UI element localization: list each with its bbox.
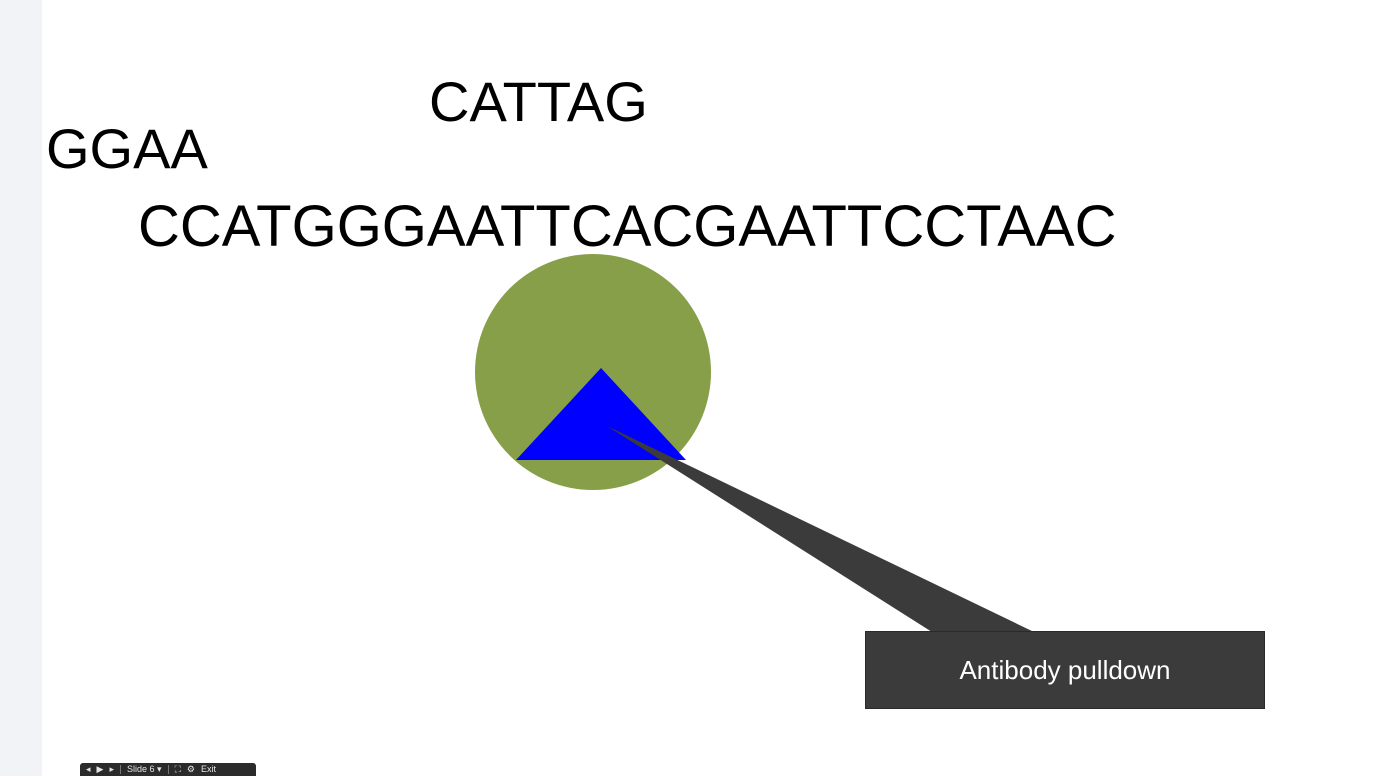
callout-label: Antibody pulldown bbox=[959, 654, 1171, 685]
slide-selector[interactable]: Slide 6 ▾ bbox=[127, 763, 162, 776]
slideshow-controls: ◂ ▶ ▸ Slide 6 ▾ ⛶ ⚙ Exit bbox=[80, 763, 256, 776]
pulldown-diagram bbox=[475, 254, 1034, 632]
antibody-pulldown-callout: Antibody pulldown bbox=[865, 631, 1265, 709]
controls-divider bbox=[167, 765, 169, 774]
dna-main-strand: CCATGGGAATTCACGAATTCCTAAC bbox=[138, 194, 1117, 259]
exit-button[interactable]: Exit bbox=[200, 764, 216, 774]
controls-divider bbox=[119, 765, 121, 774]
previous-slide-icon[interactable]: ◂ bbox=[86, 764, 91, 774]
callout-pointer bbox=[607, 426, 1034, 632]
antibody-triangle bbox=[516, 368, 686, 460]
slide-number-label: Slide 6 bbox=[126, 764, 155, 774]
next-slide-icon[interactable]: ▸ bbox=[109, 764, 114, 774]
play-icon[interactable]: ▶ bbox=[96, 764, 104, 774]
dna-fragment-left: GGAA bbox=[46, 117, 208, 180]
chevron-down-icon: ▾ bbox=[157, 764, 162, 774]
gear-icon[interactable]: ⚙ bbox=[186, 764, 195, 774]
fullscreen-icon[interactable]: ⛶ bbox=[174, 764, 181, 774]
dna-fragment-top: CATTAG bbox=[429, 70, 648, 133]
slide-panel-margin bbox=[0, 0, 42, 776]
presentation-slide: CATTAG GGAA CCATGGGAATTCACGAATTCCTAAC An… bbox=[42, 0, 1374, 776]
